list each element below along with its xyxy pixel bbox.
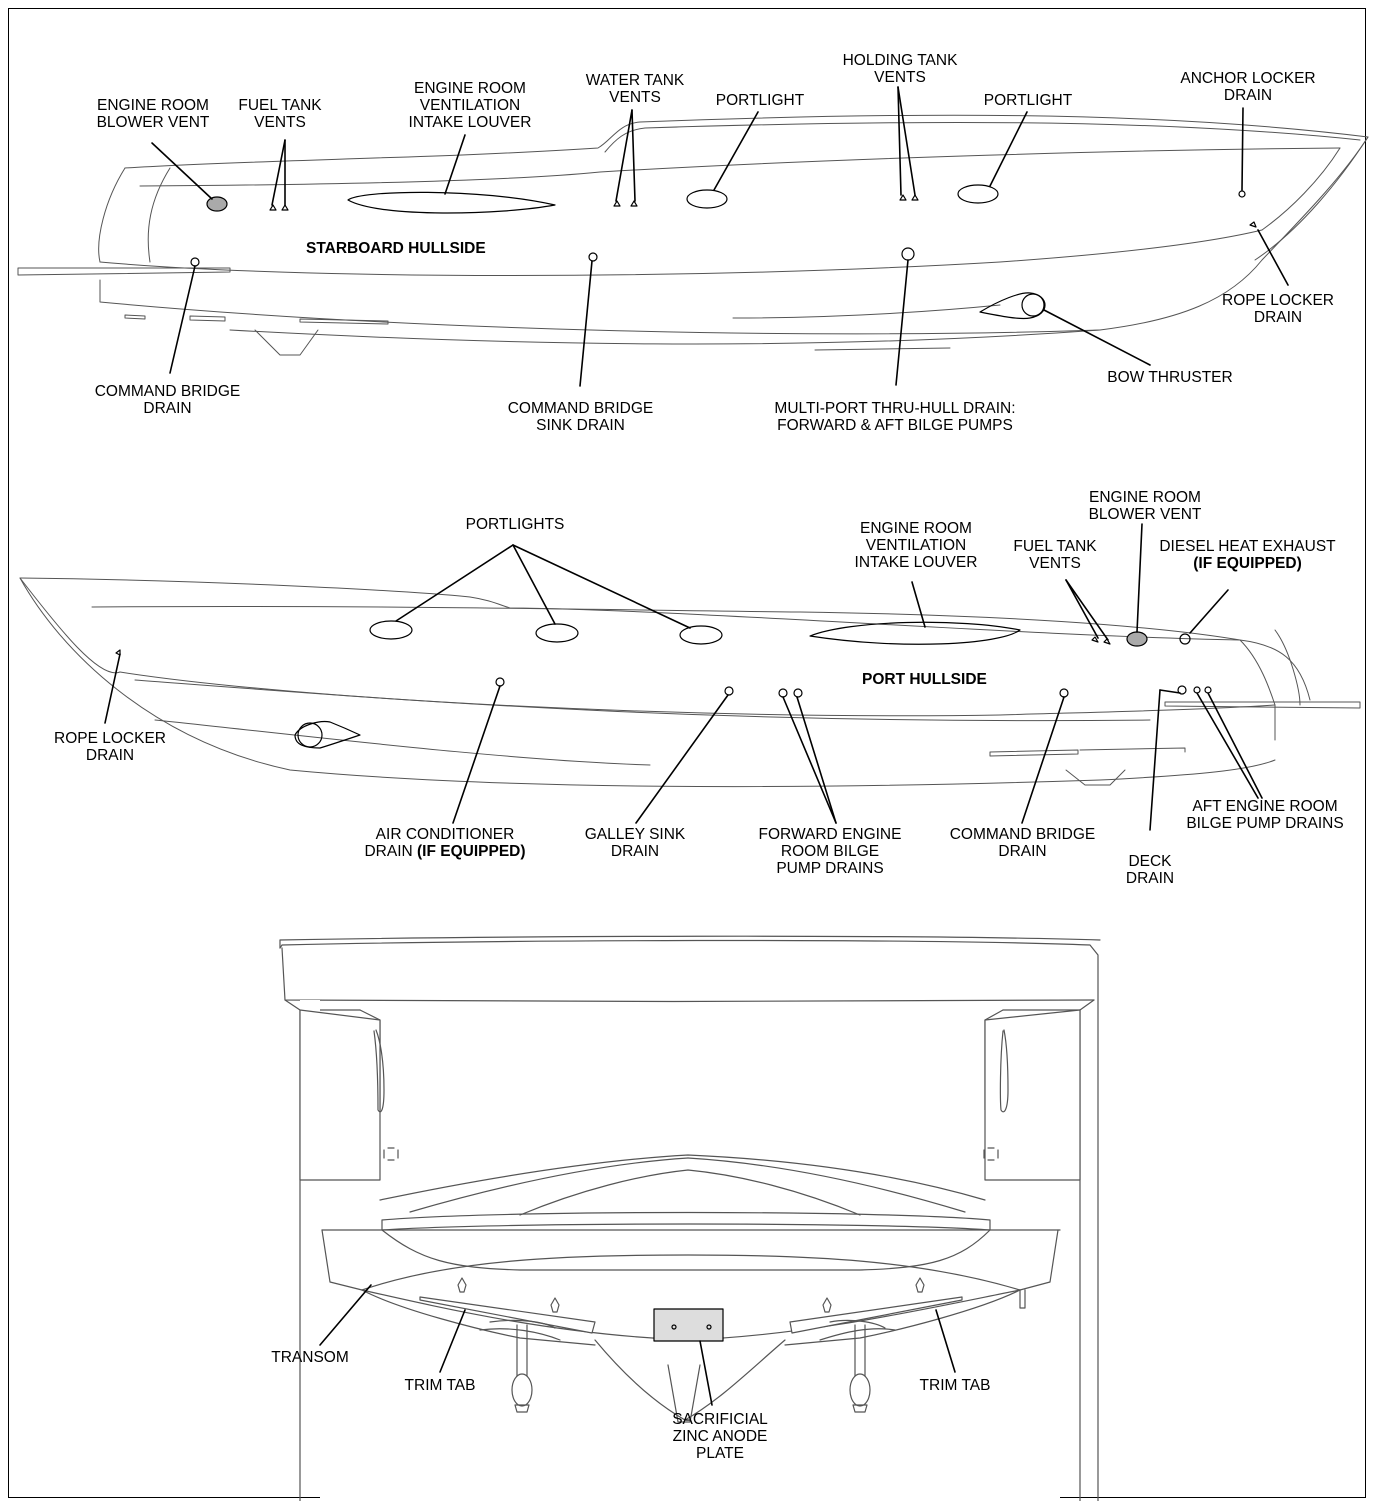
starboard-bow-thruster-icon	[979, 292, 1046, 320]
starboard-portlight-2-icon	[957, 184, 999, 204]
port-bridge-drain-icon	[1059, 688, 1069, 698]
starboard-fuel-vents-icon	[269, 204, 289, 211]
port-ac-drain-label: AIR CONDITIONER DRAIN (IF EQUIPPED)	[364, 826, 526, 860]
stern-fittings	[653, 1308, 724, 1342]
port-aft-bilge-1-icon	[1193, 686, 1201, 694]
starboard-multiport-icon	[901, 247, 915, 261]
starboard-rope-drain-icon	[1249, 221, 1257, 228]
starboard-portlight-2-label: PORTLIGHT	[983, 92, 1073, 109]
port-fwd-bilge-1-icon	[778, 688, 788, 698]
port-rope-drain-icon	[115, 649, 121, 656]
zinc-plate-icon	[653, 1308, 724, 1342]
port-blower-vent-icon	[1126, 631, 1148, 647]
starboard-bridge-drain-icon	[190, 257, 200, 267]
starboard-anchor-drain-icon	[1238, 190, 1246, 198]
port-diesel-exhaust-icon	[1179, 633, 1191, 645]
trim-tab-right-label: TRIM TAB	[919, 1377, 991, 1394]
starboard-hull	[17, 114, 1369, 356]
starboard-multiport-label: MULTI-PORT THRU-HULL DRAIN:FORWARD & AFT…	[774, 400, 1016, 434]
port-bow-thruster-icon	[294, 720, 361, 749]
port-portlight-3-icon	[679, 625, 723, 645]
port-hullside-title: PORT HULLSIDE	[862, 671, 987, 688]
starboard-sink-drain-icon	[588, 252, 598, 262]
port-fwd-bilge-2-icon	[793, 688, 803, 698]
port-ac-drain-icon	[495, 677, 505, 687]
port-hull	[19, 577, 1361, 788]
starboard-holding-vents-icon	[899, 194, 919, 201]
port-portlight-2-icon	[535, 623, 579, 643]
stern-leaders	[319, 1284, 956, 1406]
port-diesel-exhaust-label: DIESEL HEAT EXHAUST(IF EQUIPPED)	[1159, 538, 1336, 572]
starboard-blower-vent-icon	[206, 196, 228, 212]
port-portlight-1-icon	[369, 620, 413, 640]
starboard-hullside-title: STARBOARD HULLSIDE	[306, 240, 486, 257]
port-aft-bilge-2-icon	[1204, 686, 1212, 694]
transom-label: TRANSOM	[271, 1349, 349, 1366]
port-fittings	[115, 620, 1212, 749]
port-deck-drain-icon	[1177, 685, 1187, 695]
starboard-portlight-1-label: PORTLIGHT	[715, 92, 805, 109]
starboard-bow-thruster-label: BOW THRUSTER	[1107, 369, 1233, 386]
port-portlights-label: PORTLIGHTS	[465, 516, 565, 533]
starboard-louver-icon	[347, 191, 556, 214]
stern-hull	[299, 1000, 1081, 1501]
port-leaders	[104, 523, 1263, 831]
trim-tab-left-label: TRIM TAB	[404, 1377, 476, 1394]
port-louver-icon	[809, 621, 1021, 645]
starboard-portlight-1-icon	[686, 189, 728, 209]
port-galley-drain-icon	[724, 686, 734, 696]
starboard-leaders	[151, 86, 1289, 387]
port-fuel-vents-icon	[1091, 636, 1111, 645]
starboard-water-vents-icon	[613, 200, 638, 207]
starboard-fittings	[190, 184, 1257, 320]
